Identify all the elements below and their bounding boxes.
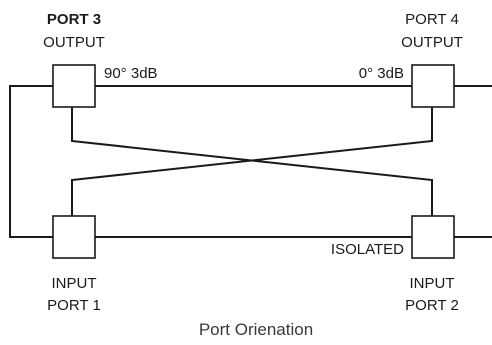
cross-line-4-to-1 [71, 107, 433, 216]
port-3-title: PORT 3 [47, 11, 101, 28]
port-2-title: INPUT [410, 275, 455, 292]
port-1-box [52, 215, 96, 259]
port-1-title: INPUT [52, 275, 97, 292]
port-4-phase-label: 0° 3dB [359, 65, 404, 82]
diagram-caption: Port Orienation [199, 320, 313, 339]
port-3-box [52, 64, 96, 108]
port-4-box [411, 64, 455, 108]
port-4-title: PORT 4 [405, 11, 459, 28]
port-2-status-label: ISOLATED [331, 241, 404, 258]
left-loop-line [9, 85, 53, 238]
port-2-box [411, 215, 455, 259]
port-3-phase-label: 90° 3dB [104, 65, 158, 82]
port-1-subtitle: PORT 1 [47, 297, 101, 314]
wires [9, 85, 492, 238]
port-2-subtitle: PORT 2 [405, 297, 459, 314]
port-3-subtitle: OUTPUT [43, 34, 105, 51]
port-4-subtitle: OUTPUT [401, 34, 463, 51]
